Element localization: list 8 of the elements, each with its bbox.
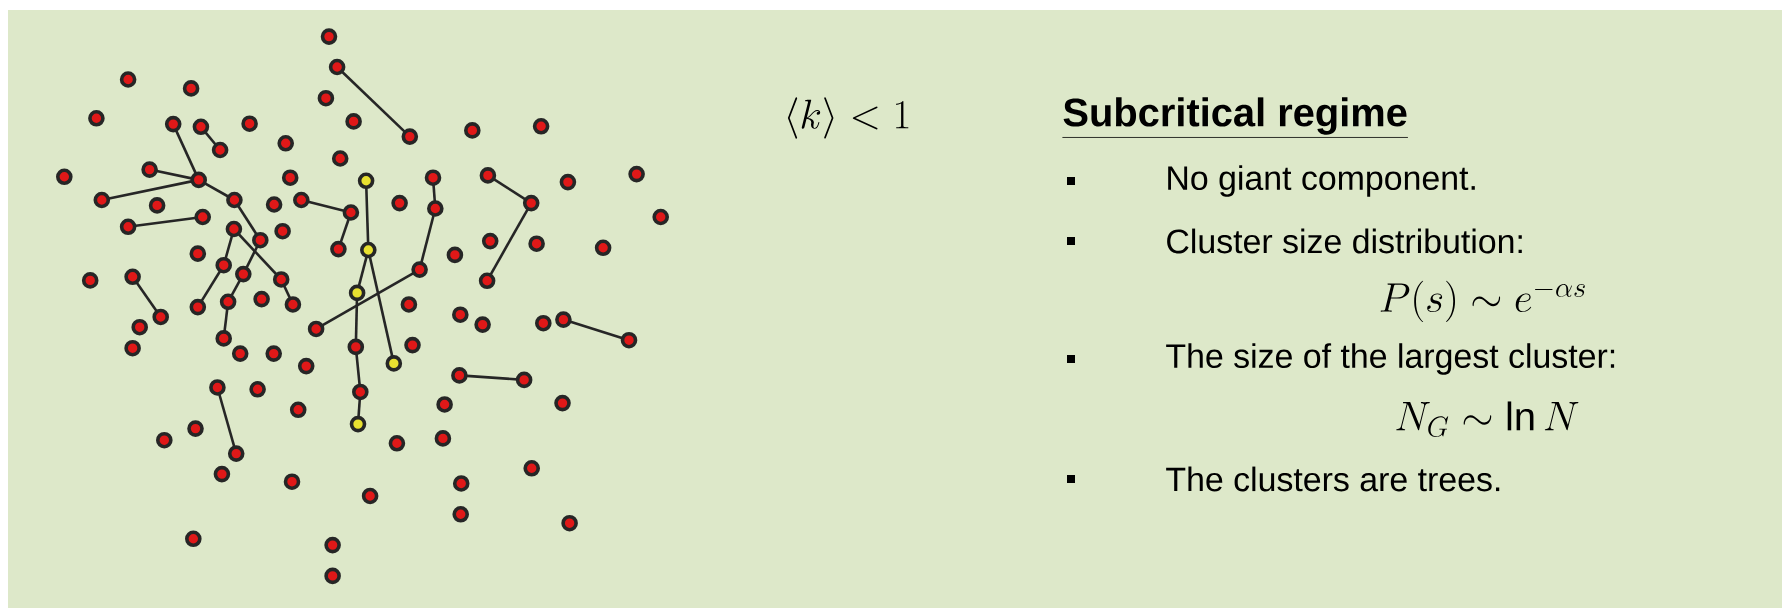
bullet-text: The size of the largest cluster:: [1166, 343, 1615, 375]
bullet-text: No giant component.: [1168, 165, 1475, 197]
heading: Subcritical regime: [1062, 97, 1409, 138]
condition-formula: $\langle k \rangle < 1$: [787, 97, 909, 139]
formula: $N_G \sim \ln N$: [1396, 401, 1579, 438]
bullet-text: The clusters are trees.: [1166, 466, 1500, 492]
formula: $P(s) \sim e^{-\alpha s}$: [1380, 280, 1585, 323]
bullet-text: Cluster size distribution:: [1167, 228, 1522, 254]
